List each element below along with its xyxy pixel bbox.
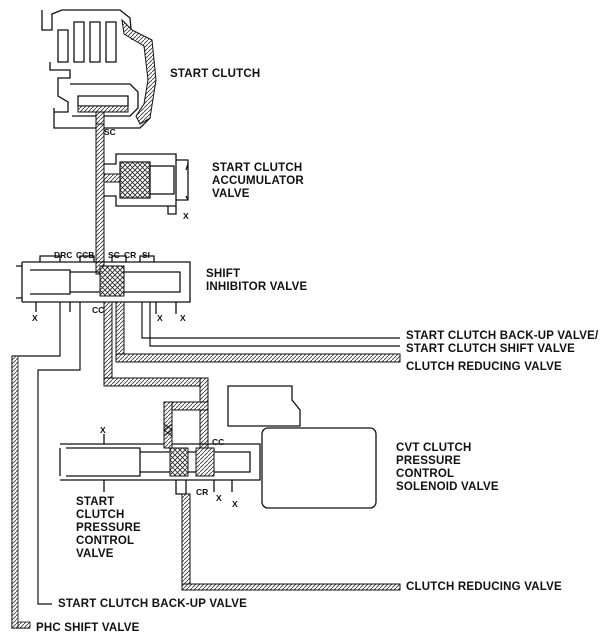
pressure-control-spool-land-2 bbox=[195, 447, 215, 477]
port-label-ccb: CCB bbox=[76, 250, 95, 260]
pressure-control-label: START CLUTCH PRESSURE CONTROL VALVE bbox=[76, 496, 141, 560]
cc-line-down bbox=[199, 377, 209, 451]
cc-line-horizontal bbox=[103, 377, 209, 387]
phc-shift-label: PHC SHIFT VALVE bbox=[36, 622, 140, 634]
solenoid-body bbox=[261, 427, 377, 509]
start-clutch-label: START CLUTCH bbox=[170, 68, 261, 80]
clutch-reducing-line-top-horizontal bbox=[115, 353, 401, 363]
port-label-si: SI bbox=[142, 250, 151, 260]
port-label-sc: SC bbox=[108, 250, 120, 260]
phc-shift-line-end bbox=[17, 621, 31, 629]
drain-label-3: X bbox=[180, 313, 186, 323]
feedback-loop-down bbox=[163, 401, 173, 449]
port-label-cc-lower: CC bbox=[212, 437, 225, 447]
drain-label-7: X bbox=[232, 499, 238, 509]
orifice bbox=[163, 423, 173, 437]
port-label-sc-top: SC bbox=[104, 127, 116, 137]
start-clutch-backup-line bbox=[37, 302, 81, 605]
accumulator-spring bbox=[119, 161, 151, 199]
port-label-drc: DRC bbox=[54, 250, 73, 260]
phc-shift-line bbox=[11, 302, 61, 629]
drain-label-6: X bbox=[216, 493, 222, 503]
solenoid-top-block bbox=[227, 385, 301, 427]
cvt-solenoid-label: CVT CLUTCH PRESSURE CONTROL SOLENOID VAL… bbox=[396, 442, 499, 493]
drain-label-2: X bbox=[157, 313, 163, 323]
port-label-cc-inhibitor: CC bbox=[92, 305, 105, 315]
phc-shift-line-hatch bbox=[11, 355, 19, 629]
clutch-reducing-bottom-label: CLUTCH REDUCING VALVE bbox=[406, 581, 562, 593]
pressure-control-spool-land-1 bbox=[169, 447, 189, 477]
clutch-reducing-line-top bbox=[115, 301, 125, 363]
shift-inhibitor-label: SHIFT INHIBITOR VALVE bbox=[206, 268, 308, 293]
drain-label-4: X bbox=[183, 211, 189, 221]
start-clutch-piston-hatch bbox=[77, 105, 129, 125]
drain-label-5: X bbox=[100, 425, 106, 435]
clutch-reducing-line-bottom-horizontal bbox=[181, 583, 401, 591]
accumulator-valve-body bbox=[104, 153, 189, 215]
accumulator-piston bbox=[149, 165, 175, 195]
cc-line-vertical bbox=[103, 301, 113, 383]
pressure-control-valve-body bbox=[59, 434, 261, 495]
drain-label-1: X bbox=[32, 313, 38, 323]
start-clutch-pressure-chamber bbox=[121, 18, 157, 125]
sc-to-accumulator-passage bbox=[103, 173, 121, 183]
start-clutch-backup-label: START CLUTCH BACK-UP VALVE bbox=[58, 598, 247, 610]
inhibitor-spool-land bbox=[99, 265, 125, 297]
sc-vertical-passage bbox=[95, 123, 105, 275]
clutch-reducing-line-bottom bbox=[181, 493, 191, 591]
accumulator-label: START CLUTCH ACCUMULATOR VALVE bbox=[212, 162, 304, 200]
backup-shift-label: START CLUTCH BACK-UP VALVE/ START CLUTCH… bbox=[406, 330, 599, 355]
port-label-cr-lower: CR bbox=[196, 487, 209, 497]
port-label-cr: CR bbox=[124, 250, 137, 260]
line-backup-shift bbox=[141, 302, 400, 347]
clutch-reducing-top-label: CLUTCH REDUCING VALVE bbox=[406, 361, 562, 373]
